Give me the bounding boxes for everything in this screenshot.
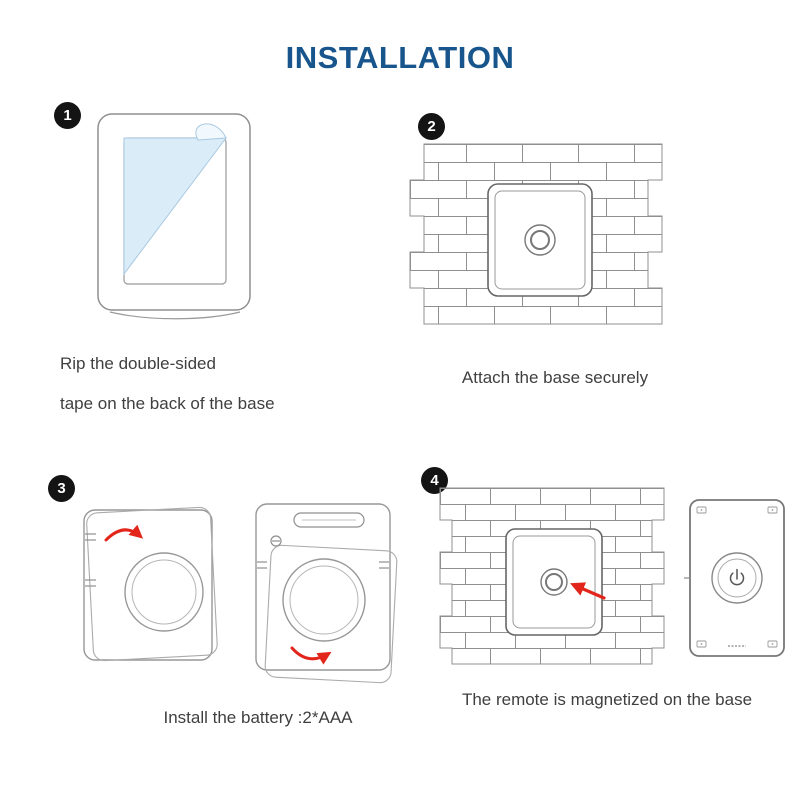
dial-knob bbox=[711, 552, 763, 604]
remote-open-battery-compartment bbox=[255, 503, 398, 684]
wall-mounted-base-panel bbox=[487, 183, 593, 297]
dial-knob bbox=[282, 558, 366, 642]
corner-scene-icons bbox=[696, 506, 778, 648]
step-1-caption: Rip the double-sided tape on the back of… bbox=[60, 344, 340, 424]
remote-control-device bbox=[684, 499, 785, 657]
step-3-caption: Install the battery :2*AAA bbox=[163, 708, 353, 727]
step-1-caption-line-2: tape on the back of the base bbox=[60, 394, 275, 413]
wall-mounted-base-panel bbox=[505, 528, 603, 636]
attach-direction-arrow-icon bbox=[570, 582, 606, 600]
step-3-illustration-battery-install bbox=[83, 503, 398, 684]
contact-ticks-left bbox=[85, 533, 96, 587]
battery-slot bbox=[293, 512, 365, 528]
touch-button-ring bbox=[524, 224, 556, 256]
touch-button-center bbox=[530, 230, 550, 250]
step-3-number-badge: 3 bbox=[48, 475, 75, 502]
step-2-number-badge: 2 bbox=[418, 113, 445, 140]
film-curl bbox=[195, 123, 227, 141]
step-4-number-badge: 4 bbox=[421, 467, 448, 494]
step-2-illustration-base-on-wall bbox=[409, 143, 663, 325]
contact-ticks bbox=[257, 561, 389, 569]
dial-knob bbox=[124, 552, 204, 632]
step-2-caption: Attach the base securely bbox=[461, 368, 649, 387]
step-4-illustration-magnetized-remote bbox=[439, 487, 785, 665]
step-1-illustration-base-with-film bbox=[97, 113, 251, 320]
screw bbox=[270, 535, 282, 547]
step-1-caption-line-1: Rip the double-sided bbox=[60, 354, 216, 373]
rotate-close-arrow-icon bbox=[290, 646, 332, 665]
remote-back-cover-ajar bbox=[83, 506, 218, 662]
power-icon bbox=[729, 568, 745, 586]
page-title: INSTALLATION bbox=[285, 40, 515, 75]
protective-film bbox=[123, 123, 227, 276]
step-4-caption: The remote is magnetized on the base bbox=[461, 690, 753, 709]
rotate-open-arrow-icon bbox=[104, 524, 144, 542]
step-1-number-badge: 1 bbox=[54, 102, 81, 129]
